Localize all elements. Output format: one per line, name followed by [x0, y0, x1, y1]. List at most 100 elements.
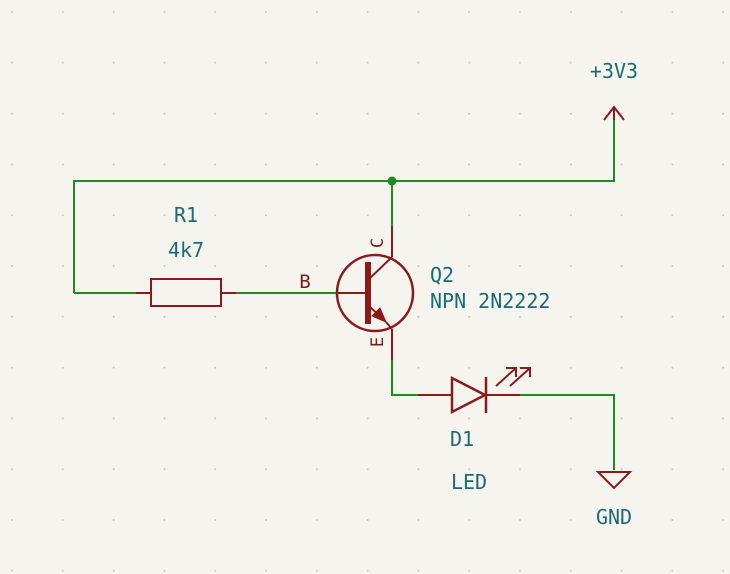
grid-dot	[214, 214, 217, 217]
grid-dot	[112, 112, 115, 115]
grid-dot	[163, 519, 166, 521]
grid-dot	[315, 366, 318, 369]
grid-dot	[163, 61, 166, 64]
grid-dot	[722, 315, 725, 318]
grid-dot	[112, 366, 115, 369]
junction-dot	[387, 176, 397, 186]
led-d1	[418, 367, 531, 415]
grid-dot	[468, 519, 471, 521]
grid-dot	[417, 569, 420, 572]
grid-dot	[11, 569, 13, 572]
grid-dot	[315, 214, 318, 217]
grid-dot	[112, 214, 115, 217]
grid-dot	[569, 468, 572, 471]
grid-dot	[519, 519, 521, 521]
grid-dot	[163, 366, 166, 369]
grid-dot	[417, 519, 420, 521]
grid-dot	[366, 468, 369, 471]
grid-dot	[620, 366, 623, 369]
r1-reference: R1	[174, 203, 198, 227]
grid-dot	[620, 163, 623, 166]
grid-dot	[722, 214, 725, 217]
grid-dot	[417, 417, 420, 420]
grid-dot	[722, 11, 725, 13]
grid-dot	[112, 468, 115, 471]
grid-dot	[214, 315, 217, 318]
wires	[73, 120, 615, 470]
grid-dot	[468, 315, 471, 318]
grid-dot	[163, 112, 166, 115]
grid-dot	[11, 315, 13, 318]
grid-dot	[61, 417, 64, 420]
grid-dot	[265, 11, 267, 13]
grid-dot	[265, 569, 267, 572]
grid-dot	[468, 61, 471, 64]
grid-dot	[569, 11, 572, 13]
grid-dot	[417, 315, 420, 318]
grid-dot	[11, 163, 13, 166]
grid-dot	[163, 417, 166, 420]
grid-dot	[265, 61, 267, 64]
grid-dot	[417, 61, 420, 64]
grid-dot	[112, 417, 115, 420]
grid-dot	[468, 569, 471, 572]
q2-value: NPN 2N2222	[430, 289, 550, 313]
grid-dot	[214, 11, 217, 13]
wire-emitter-to-led	[391, 360, 418, 396]
grid-dot	[519, 61, 521, 64]
grid-dot	[519, 265, 521, 267]
grid-dot	[61, 315, 64, 318]
grid-dot	[265, 265, 267, 267]
grid-dot	[163, 265, 166, 267]
grid-dot	[671, 366, 674, 369]
grid-dot	[11, 265, 13, 267]
grid-dot	[61, 163, 64, 166]
grid-dot	[11, 61, 13, 64]
grid-dot	[519, 315, 521, 318]
grid-dot	[315, 61, 318, 64]
grid-dot	[214, 468, 217, 471]
grid-dot	[569, 417, 572, 420]
grid-dot	[620, 519, 623, 521]
grid-dot	[11, 214, 13, 217]
grid-dot	[569, 214, 572, 217]
grid-dot	[163, 569, 166, 572]
grid-dot	[569, 61, 572, 64]
grid-dot	[620, 569, 623, 572]
grid-dot	[265, 163, 267, 166]
grid-dot	[722, 163, 725, 166]
grid-dot	[620, 417, 623, 420]
grid-dot	[417, 112, 420, 115]
grid-dot	[11, 468, 13, 471]
grid-dot	[671, 468, 674, 471]
grid-dot	[671, 163, 674, 166]
grid-dot	[315, 265, 318, 267]
grid-dot	[163, 163, 166, 166]
grid-dot	[315, 163, 318, 166]
grid-dot	[163, 11, 166, 13]
resistor-r1	[136, 278, 236, 307]
grid-dot	[519, 112, 521, 115]
power-symbol-vcc	[603, 105, 625, 121]
grid-dot	[671, 112, 674, 115]
grid-dot	[61, 569, 64, 572]
grid-dot	[620, 214, 623, 217]
grid-dot	[214, 112, 217, 115]
grid-dot	[366, 112, 369, 115]
grid-dot	[163, 214, 166, 217]
grid-dot	[315, 11, 318, 13]
gnd-label: GND	[596, 505, 632, 529]
grid-dot	[61, 265, 64, 267]
grid-dot	[417, 366, 420, 369]
grid-dot	[112, 569, 115, 572]
grid-dot	[569, 112, 572, 115]
grid-dot	[61, 366, 64, 369]
grid-dot	[11, 11, 13, 13]
grid-dot	[265, 519, 267, 521]
grid-dot	[61, 11, 64, 13]
grid-dot	[722, 569, 725, 572]
grid-dot	[722, 112, 725, 115]
grid-dot	[61, 112, 64, 115]
grid-dot	[214, 61, 217, 64]
